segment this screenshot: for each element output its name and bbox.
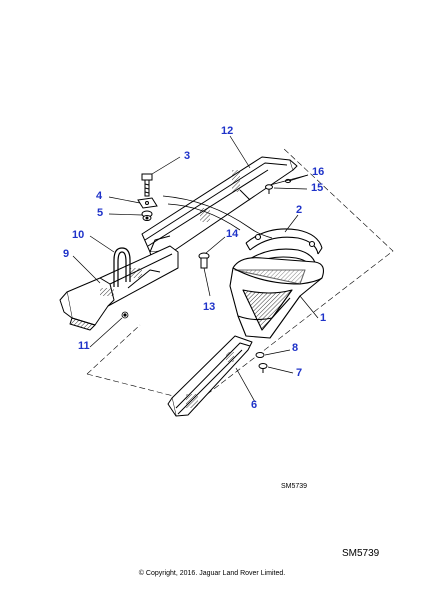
lower-duct-channel [167, 335, 253, 417]
callout-1: 1 [320, 312, 327, 324]
leader-8 [264, 349, 291, 356]
callout-9: 9 [63, 248, 70, 260]
callout-16: 16 [312, 166, 325, 178]
u-bolt-clamp [113, 247, 131, 287]
screws-15-16 [265, 178, 291, 194]
leader-15 [273, 187, 308, 190]
copyright-notice: © Copyright, 2016. Jaguar Land Rover Lim… [138, 570, 286, 577]
leader-lines [72, 135, 319, 403]
screw-7 [258, 363, 268, 373]
leader-1 [299, 295, 319, 319]
leader-6 [235, 367, 256, 403]
callout-5: 5 [97, 207, 104, 219]
callout-15: 15 [311, 182, 324, 194]
funnel-housing-1 [229, 257, 324, 339]
callout-4: 4 [96, 190, 103, 202]
callout-11: 11 [78, 340, 90, 352]
callout-8: 8 [292, 342, 299, 354]
nut-5 [141, 210, 153, 221]
leader-7 [267, 366, 294, 374]
callout-7: 7 [296, 367, 303, 379]
footer-reference-code: SM5739 [342, 548, 380, 559]
callout-6: 6 [251, 399, 258, 411]
leader-10 [89, 235, 115, 253]
leader-3 [151, 156, 181, 175]
nut-11 [121, 311, 129, 319]
leader-13 [203, 267, 211, 297]
callout-14: 14 [226, 228, 239, 240]
leader-5 [108, 213, 143, 216]
fastener-14 [198, 252, 210, 269]
clamp-strap-2 [245, 228, 323, 273]
leader-4 [108, 196, 141, 204]
leader-9 [72, 255, 101, 284]
callout-12: 12 [221, 125, 234, 137]
leader-11 [89, 317, 123, 348]
cable-run [162, 195, 273, 239]
callout-2: 2 [296, 204, 303, 216]
nut-8 [255, 352, 265, 358]
leader-14 [205, 236, 226, 254]
leader-12 [229, 135, 251, 169]
leader-16b [288, 174, 309, 182]
diagram-reference-code: SM5739 [281, 483, 308, 490]
callout-3: 3 [184, 150, 191, 162]
leader-2 [284, 214, 299, 233]
callout-13: 13 [203, 301, 216, 313]
assembly-outline [86, 147, 394, 403]
callout-10: 10 [72, 229, 85, 241]
clip-4 [137, 197, 158, 209]
lower-left-duct [59, 245, 179, 331]
bolt-3 [141, 173, 153, 197]
upper-duct-channel [141, 156, 298, 266]
